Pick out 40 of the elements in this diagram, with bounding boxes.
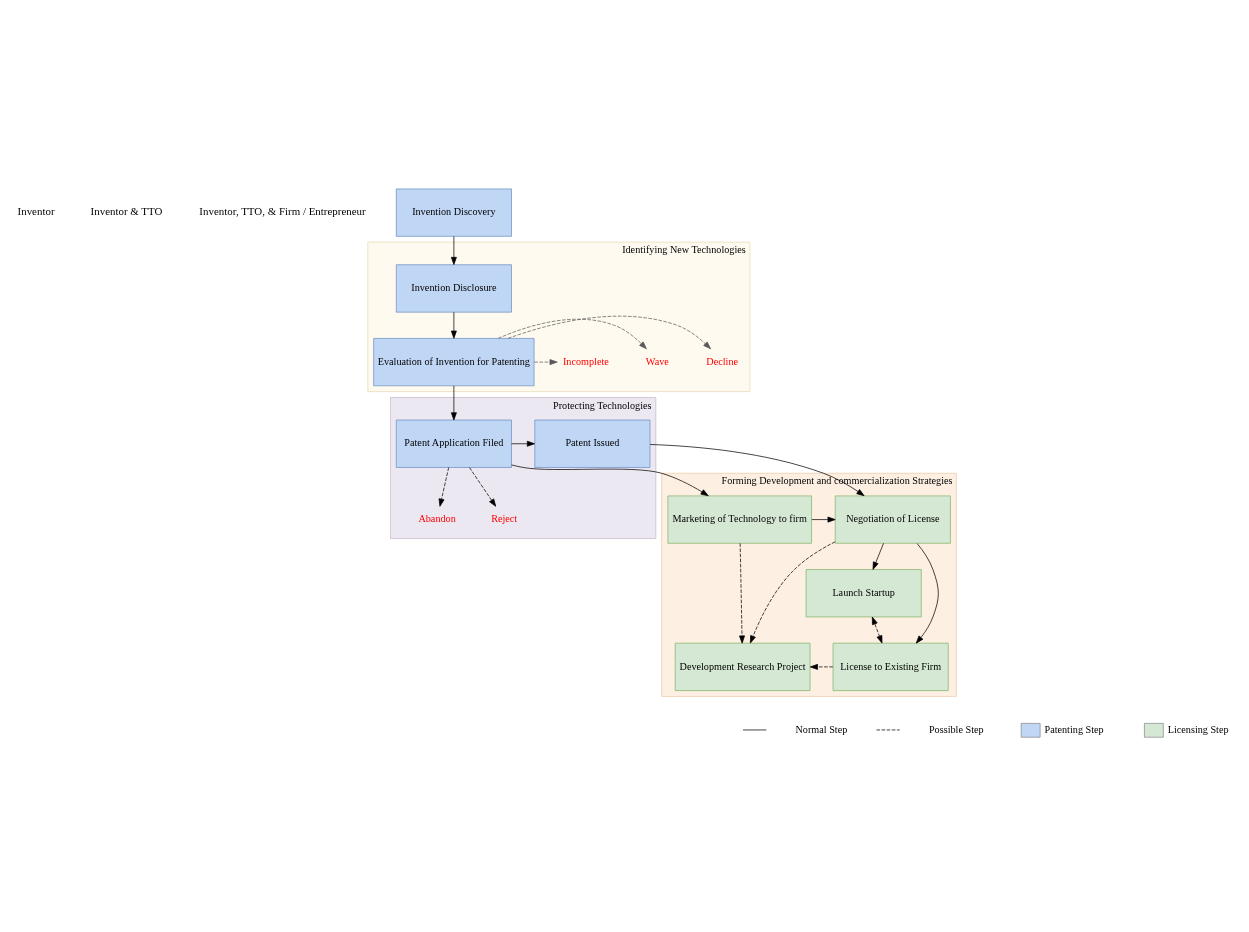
arrow [507,315,711,350]
arrow [450,236,457,265]
arrow [811,516,836,523]
arrow [915,543,939,644]
arrow [469,467,497,507]
node-box: Development Research Project [674,642,811,691]
node-box: Evaluation of Invention for Patenting [373,338,535,387]
arrow [511,440,535,447]
node-box: Launch Startup [805,569,922,618]
node-box: Patent Application Filed [395,419,512,468]
arrow [739,543,745,644]
arrow [438,467,450,507]
label: Inventor, TTO, & Firm / Entrepreneur [199,205,366,218]
node-text: Reject [491,513,518,525]
node-text: Decline [706,355,739,367]
arrow [497,318,647,350]
arrow [533,359,558,365]
arrow [649,444,865,497]
legend-label: Possible Step [928,723,984,735]
arrow [749,541,836,644]
node-box: License to Existing Firm [832,642,949,691]
label: Inventor & TTO [90,205,163,218]
node-box: Invention Disclosure [395,264,512,313]
arrow [872,543,884,570]
node-box: Marketing of Technology to firm [667,495,812,544]
arrow [450,385,457,421]
arrow [511,464,709,497]
legend-label: Patenting Step [1044,724,1104,736]
node-box: Negotiation of License [834,495,951,544]
arrow [809,663,834,670]
node-text: Wave [645,355,669,367]
node-box: Patent Issued [534,419,651,468]
legend-label: Normal Step [795,723,848,735]
node-box: Invention Discovery [395,188,512,237]
legend-label: Licensing Step [1167,724,1229,736]
node-text: Incomplete [562,355,609,367]
arrow [871,616,883,644]
node-text: Abandon [418,513,456,525]
arrow [450,311,457,339]
label: Inventor [17,205,55,218]
